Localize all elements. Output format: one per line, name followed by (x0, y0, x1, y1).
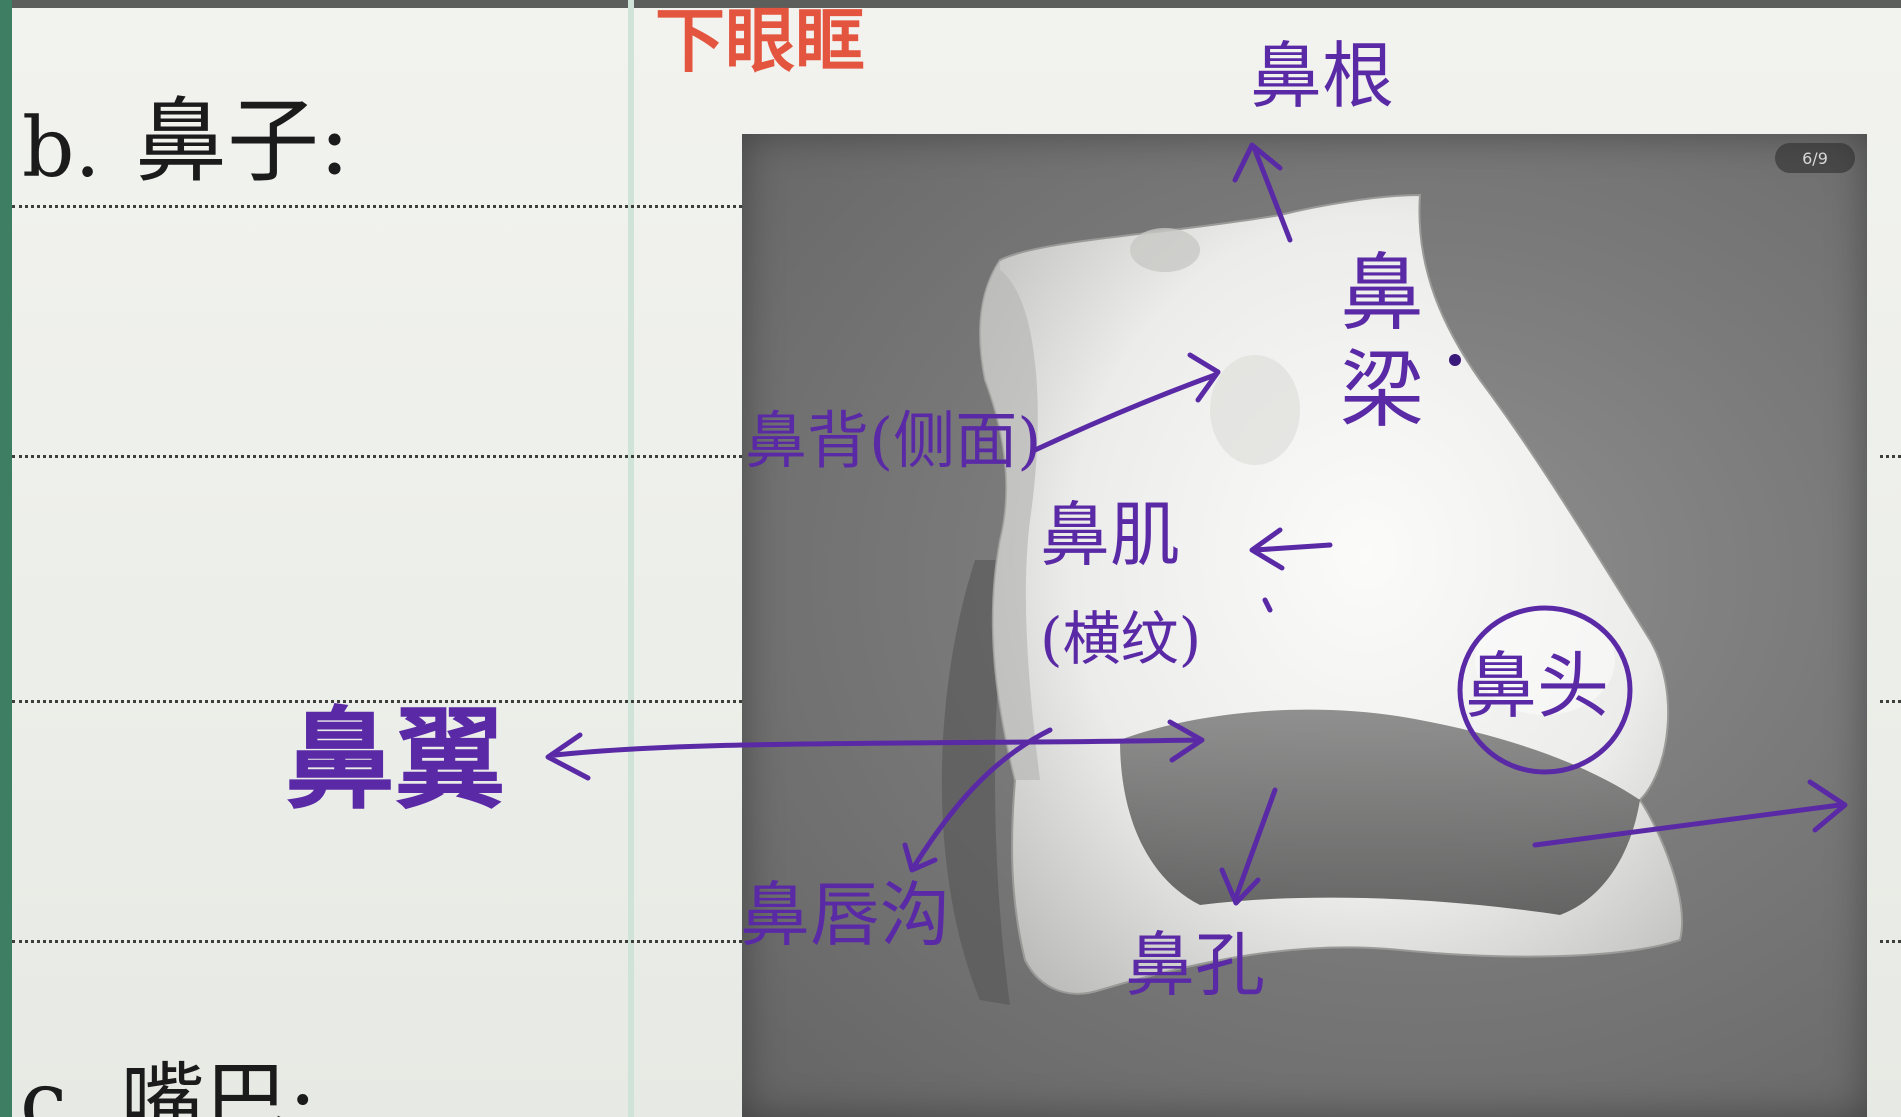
next-item-heading: c. 嘴巴: (20, 1053, 317, 1117)
photo-counter: 6/9 (1775, 143, 1855, 173)
margin-line (628, 0, 634, 1117)
red-note: 下眼眶 (655, 0, 865, 82)
notebook-cover-edge (0, 0, 12, 1117)
label-nose-tip: 鼻头 (1465, 644, 1610, 728)
label-nose-muscle: 鼻肌 (1040, 494, 1180, 576)
ruled-line (1880, 455, 1901, 458)
ruled-line (12, 455, 742, 458)
ruled-line (1880, 940, 1901, 943)
label-nasolabial-fold: 鼻唇沟 (740, 874, 950, 956)
item-number: b. (22, 101, 101, 196)
label-nose-wing: 鼻翼 (285, 695, 505, 824)
item-title: 鼻子: (135, 88, 350, 195)
arrowhead (545, 732, 591, 781)
page-top-edge (0, 0, 1901, 8)
ruled-line (12, 940, 742, 943)
label-nose-muscle-sub: (横纹) (1040, 605, 1202, 673)
label-nose-back: 鼻背(侧面) (745, 404, 1042, 477)
label-nose-root: 鼻根 (1250, 34, 1395, 118)
label-nose-bridge: 鼻梁 (1340, 244, 1425, 439)
ruled-line (12, 205, 742, 208)
label-nostril: 鼻孔 (1125, 924, 1265, 1006)
plaster-nose-photo (742, 134, 1867, 1117)
ruled-line (1880, 700, 1901, 703)
ruled-line (12, 700, 742, 703)
